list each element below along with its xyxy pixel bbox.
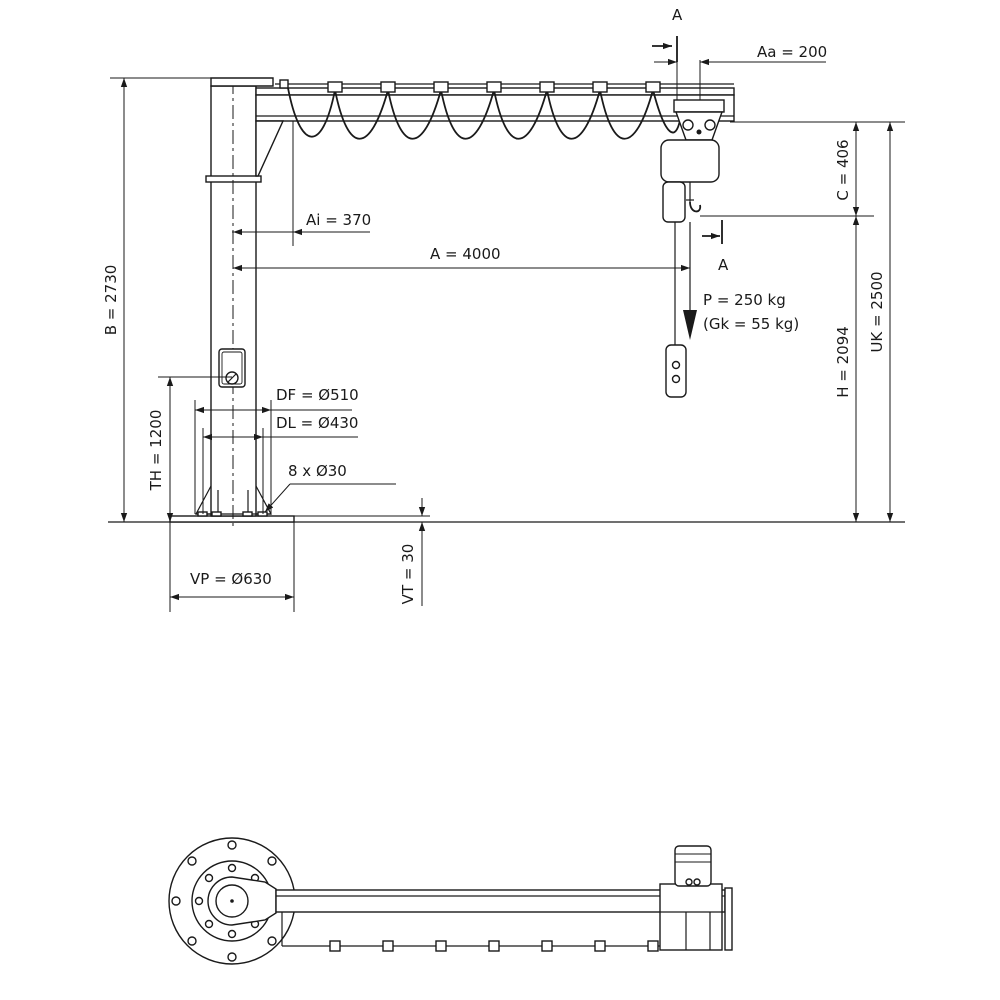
dimension-th: [158, 376, 232, 522]
label-dl: DL = Ø430: [276, 414, 358, 432]
control-pendant: [665, 222, 687, 398]
dimension-vp: [169, 522, 295, 612]
dimension-b: [110, 77, 270, 522]
label-bolts: 8 x Ø30: [288, 462, 347, 480]
label-h: H = 2094: [834, 326, 852, 398]
dimension-ai: [232, 121, 370, 246]
top-hoist-motor: [674, 845, 712, 887]
dimension-vt: [294, 498, 430, 606]
top-boom: [275, 889, 726, 913]
top-festoon-carriers: [329, 940, 659, 952]
side-view: A A Aa = 200 Ai = 370 A = 4000 P = 250 k…: [102, 6, 905, 612]
top-view: [168, 837, 733, 965]
switch-box: [218, 348, 246, 388]
base-plate: [169, 515, 295, 523]
dimension-df-dl: [194, 400, 358, 514]
section-label-top: A: [672, 6, 683, 24]
load-arrow: [683, 222, 697, 340]
label-b: B = 2730: [102, 265, 120, 336]
bolts-leader: [264, 483, 396, 513]
top-trolley: [659, 883, 723, 951]
label-vt: VT = 30: [399, 544, 417, 605]
dimension-c: [700, 121, 905, 217]
top-end-plate: [724, 887, 733, 951]
dimension-aa: [654, 58, 826, 100]
label-uk: UK = 2500: [868, 271, 886, 352]
label-c: C = 406: [834, 139, 852, 200]
section-label-bottom: A: [718, 256, 729, 274]
label-gk: (Gk = 55 kg): [703, 315, 799, 333]
label-vp: VP = Ø630: [190, 570, 272, 588]
column: [205, 77, 274, 528]
label-a: A = 4000: [430, 245, 501, 263]
label-df: DF = Ø510: [276, 386, 359, 404]
label-aa: Aa = 200: [757, 43, 827, 61]
section-marks: [652, 36, 723, 244]
festoon-cable: [287, 81, 681, 140]
label-ai: Ai = 370: [306, 211, 371, 229]
label-p-load: P = 250 kg: [703, 291, 786, 309]
label-th: TH = 1200: [147, 410, 165, 492]
hoist-trolley: [660, 99, 725, 223]
